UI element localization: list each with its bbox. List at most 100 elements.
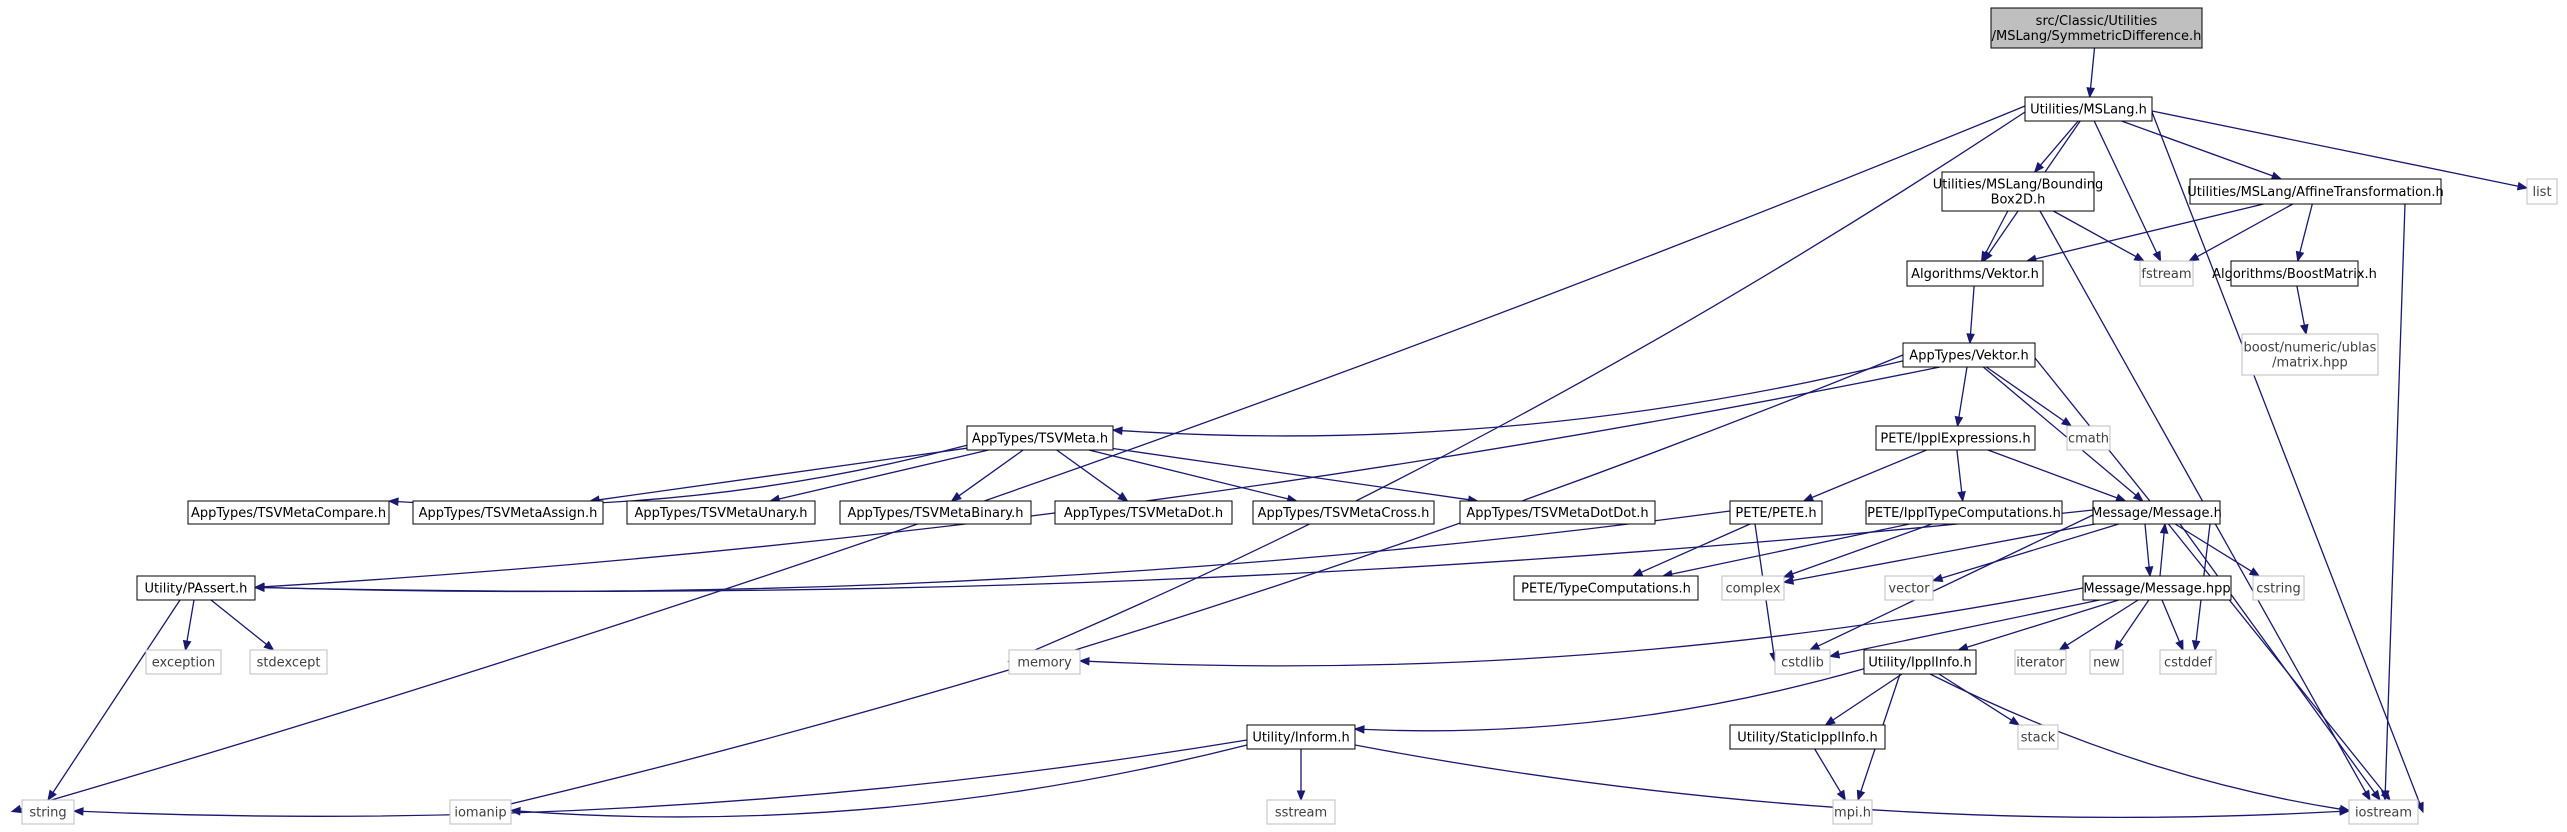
node-tsvbinary[interactable]: AppTypes/TSVMetaBinary.h <box>839 500 1032 525</box>
arrowhead-icon <box>1856 789 1866 802</box>
node-ipplinfo[interactable]: Utility/IpplInfo.h <box>1863 649 1977 675</box>
node-appvektor[interactable]: AppTypes/Vektor.h <box>1902 342 2036 368</box>
node-memory: memory <box>1008 649 1081 675</box>
node-typecomp[interactable]: PETE/TypeComputations.h <box>1513 575 1699 601</box>
edge-affine-to-boostmatrix <box>2295 203 2313 263</box>
arrowhead-icon <box>2188 252 2200 262</box>
node-label: Message/Message.hpp <box>2083 582 2230 597</box>
arrowhead-icon <box>2132 491 2144 502</box>
node-tsvdotdot[interactable]: AppTypes/TSVMetaDotDot.h <box>1459 500 1656 525</box>
edge-line <box>778 449 989 500</box>
node-box <box>2230 260 2359 287</box>
edge-line <box>519 744 1248 818</box>
node-tsvmeta[interactable]: AppTypes/TSVMeta.h <box>966 425 1114 451</box>
edge-line <box>1640 523 1751 573</box>
edge-messageh-to-cstring <box>2174 523 2261 577</box>
node-box <box>2526 178 2558 205</box>
arrowhead-icon <box>1802 493 1815 502</box>
node-affine[interactable]: Utilities/MSLang/AffineTransformation.h <box>2187 178 2444 205</box>
node-tsvassign[interactable]: AppTypes/TSVMetaAssign.h <box>412 500 604 525</box>
node-vector: vector <box>1884 575 1934 601</box>
node-passert[interactable]: Utility/PAssert.h <box>136 575 256 601</box>
node-pete[interactable]: PETE/PETE.h <box>1729 500 1823 525</box>
node-tsvdot[interactable]: AppTypes/TSVMetaDot.h <box>1054 500 1233 525</box>
edge-line <box>2121 120 2273 177</box>
node-label: /MSLang/SymmetricDifference.h <box>1992 29 2202 44</box>
node-box <box>1941 171 2095 212</box>
arrowhead-icon <box>2370 789 2381 802</box>
node-inform[interactable]: Utility/Inform.h <box>1246 724 1356 750</box>
edge-passert-to-string <box>47 599 181 802</box>
arrowhead-icon <box>2033 161 2045 174</box>
node-ippltypecomp[interactable]: PETE/IpplTypeComputations.h <box>1865 500 2063 525</box>
node-algvektor[interactable]: Algorithms/Vektor.h <box>1906 260 2044 287</box>
node-box <box>249 649 328 675</box>
node-ipplexpr[interactable]: PETE/IpplExpressions.h <box>1875 425 2036 451</box>
node-boostmatrix[interactable]: Algorithms/BoostMatrix.h <box>2212 260 2377 287</box>
arrowhead-icon <box>1296 790 1306 802</box>
node-label: AppTypes/TSVMetaDot.h <box>1064 506 1223 521</box>
edge-line <box>1938 673 2012 721</box>
edge-line <box>2196 203 2294 258</box>
edge-affine-to-iostream <box>2380 203 2406 802</box>
arrowhead-icon <box>2299 323 2309 336</box>
edge-affine-to-fstream <box>2188 203 2294 262</box>
arrowhead-icon <box>47 789 57 802</box>
arrowhead-icon <box>2115 493 2127 502</box>
node-box <box>2014 649 2067 675</box>
node-box <box>2252 575 2305 601</box>
edge-line <box>1982 366 2137 496</box>
node-label: cmath <box>2068 432 2109 447</box>
node-tsvunary[interactable]: AppTypes/TSVMetaUnary.h <box>626 500 816 525</box>
node-box <box>1729 500 1823 525</box>
edge-line <box>1363 668 1865 732</box>
edge-ipplexpr-to-pete <box>1802 449 1927 502</box>
arrowhead-icon <box>1931 573 1944 583</box>
arrowhead-icon <box>2361 789 2371 802</box>
edge-line <box>1941 523 2119 579</box>
edge-line <box>20 105 2026 810</box>
node-exception: exception <box>145 649 222 675</box>
edge-line <box>1838 599 2100 656</box>
node-label: Algorithms/BoostMatrix.h <box>2212 267 2377 282</box>
edge-line <box>1016 111 2026 659</box>
node-label: complex <box>1725 582 1780 597</box>
node-box <box>2189 178 2442 205</box>
node-mslang[interactable]: Utilities/MSLang.h <box>2024 96 2153 122</box>
node-sstream: sstream <box>1266 799 1336 825</box>
node-label: cstdlib <box>1781 656 1824 671</box>
node-label: Algorithms/Vektor.h <box>1911 267 2039 282</box>
node-label: Utility/Inform.h <box>1252 731 1349 746</box>
arrowhead-icon <box>2248 567 2261 577</box>
node-cstddef: cstddef <box>2159 649 2217 675</box>
edge-ipplexpr-to-messageh <box>1987 449 2127 502</box>
node-label: AppTypes/TSVMeta.h <box>972 432 1108 447</box>
arrowhead-icon <box>182 639 192 652</box>
edge-line <box>1966 599 2119 648</box>
edge-line <box>2093 120 2158 254</box>
node-label: src/Classic/Utilities <box>2036 14 2158 29</box>
edge-line <box>210 599 267 645</box>
edge-algvektor-to-appvektor <box>1966 285 1975 345</box>
node-messageh[interactable]: Message/Message.h <box>2091 500 2222 525</box>
node-tsvcross[interactable]: AppTypes/TSVMetaCross.h <box>1252 500 1435 525</box>
node-box <box>1008 649 1081 675</box>
node-messagehpp[interactable]: Message/Message.hpp <box>2082 575 2232 601</box>
node-box <box>966 425 1114 451</box>
node-tsvcompare[interactable]: AppTypes/TSVMetaCompare.h <box>187 500 390 525</box>
edge-messageh-to-cstdlib <box>1808 514 2094 651</box>
node-box <box>1721 575 1785 601</box>
node-box <box>2024 96 2153 122</box>
node-box <box>136 575 256 601</box>
arrowhead-icon <box>2058 641 2070 651</box>
edge-line <box>598 447 968 501</box>
edge-messagehpp-to-iterator <box>2058 599 2139 651</box>
node-staticipplinfo[interactable]: Utility/StaticIpplInfo.h <box>1729 724 1886 750</box>
edge-line <box>2159 532 2165 577</box>
arrowhead-icon <box>2380 789 2391 802</box>
edge-inform-to-sstream <box>1296 749 1306 802</box>
node-cmath: cmath <box>2066 425 2111 451</box>
arrowhead-icon <box>2516 181 2529 191</box>
node-label: AppTypes/TSVMetaCross.h <box>1258 506 1430 521</box>
